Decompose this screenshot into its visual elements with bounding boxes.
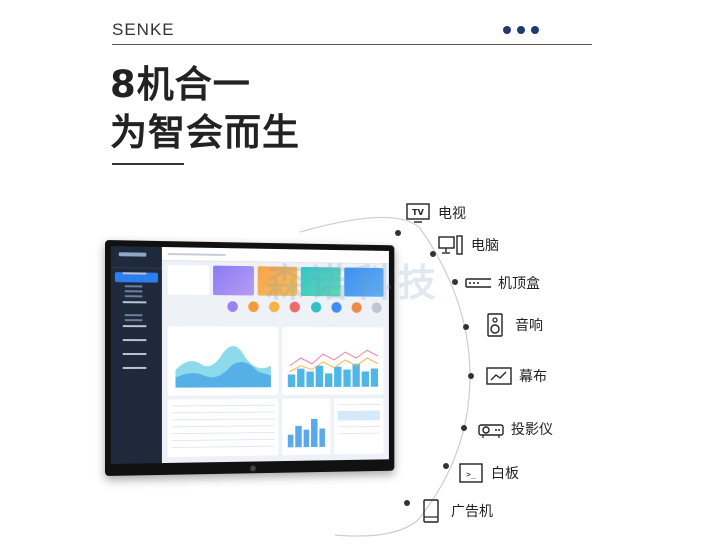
- arc-node: [468, 373, 474, 379]
- table-panel: [167, 398, 279, 458]
- whiteboard-icon: >_: [458, 462, 484, 484]
- feature-computer: 电脑: [438, 234, 499, 256]
- svg-text:>_: >_: [466, 470, 476, 479]
- arc-node: [395, 230, 401, 236]
- feature-label: 投影仪: [511, 422, 553, 438]
- feature-tv: TV 电视: [405, 202, 466, 224]
- smart-board-monitor: [105, 240, 395, 476]
- feature-label: 机顶盒: [498, 276, 540, 292]
- feature-label: 电视: [438, 206, 466, 222]
- feature-label: 白板: [491, 466, 519, 482]
- headline-line-2: 为智会而生: [110, 111, 300, 154]
- bar-chart-panel: [282, 398, 331, 456]
- svg-text:TV: TV: [412, 208, 424, 217]
- arc-node: [404, 500, 410, 506]
- feature-speaker: 音响: [482, 313, 543, 337]
- title-underline: [112, 163, 184, 165]
- arc-node: [452, 279, 458, 285]
- tv-icon: TV: [405, 202, 431, 224]
- feature-label: 幕布: [519, 369, 547, 385]
- feature-label: 电脑: [471, 238, 499, 254]
- info-panel: [334, 398, 384, 455]
- projection-screen-icon: [486, 365, 512, 387]
- feature-set-top-box: 机顶盒: [465, 272, 540, 294]
- speaker-icon: [482, 313, 508, 337]
- feature-projection-screen: 幕布: [486, 365, 547, 387]
- dashboard-screen: [110, 246, 389, 464]
- computer-icon: [438, 234, 464, 256]
- feature-label: 广告机: [451, 504, 493, 520]
- brand-name: SENKE: [112, 20, 175, 39]
- watermark-text: 森诺科技: [266, 261, 443, 305]
- signage-display-icon: [418, 499, 444, 523]
- arc-node: [443, 463, 449, 469]
- header-divider: [112, 44, 592, 45]
- feature-label: 音响: [515, 318, 543, 334]
- menu-dots-icon[interactable]: [503, 26, 539, 34]
- feature-whiteboard: >_ 白板: [458, 462, 519, 484]
- headline-line-1: 8机合一: [110, 63, 251, 106]
- arc-node: [463, 324, 469, 330]
- arc-node: [430, 251, 436, 257]
- area-chart-panel: [167, 326, 279, 396]
- dashboard-sidebar: [110, 246, 162, 464]
- feature-projector: 投影仪: [478, 418, 553, 440]
- projector-icon: [478, 418, 504, 440]
- set-top-box-icon: [465, 272, 491, 294]
- feature-signage-display: 广告机: [418, 499, 493, 523]
- arc-node: [461, 425, 467, 431]
- combo-chart-panel: [282, 326, 384, 395]
